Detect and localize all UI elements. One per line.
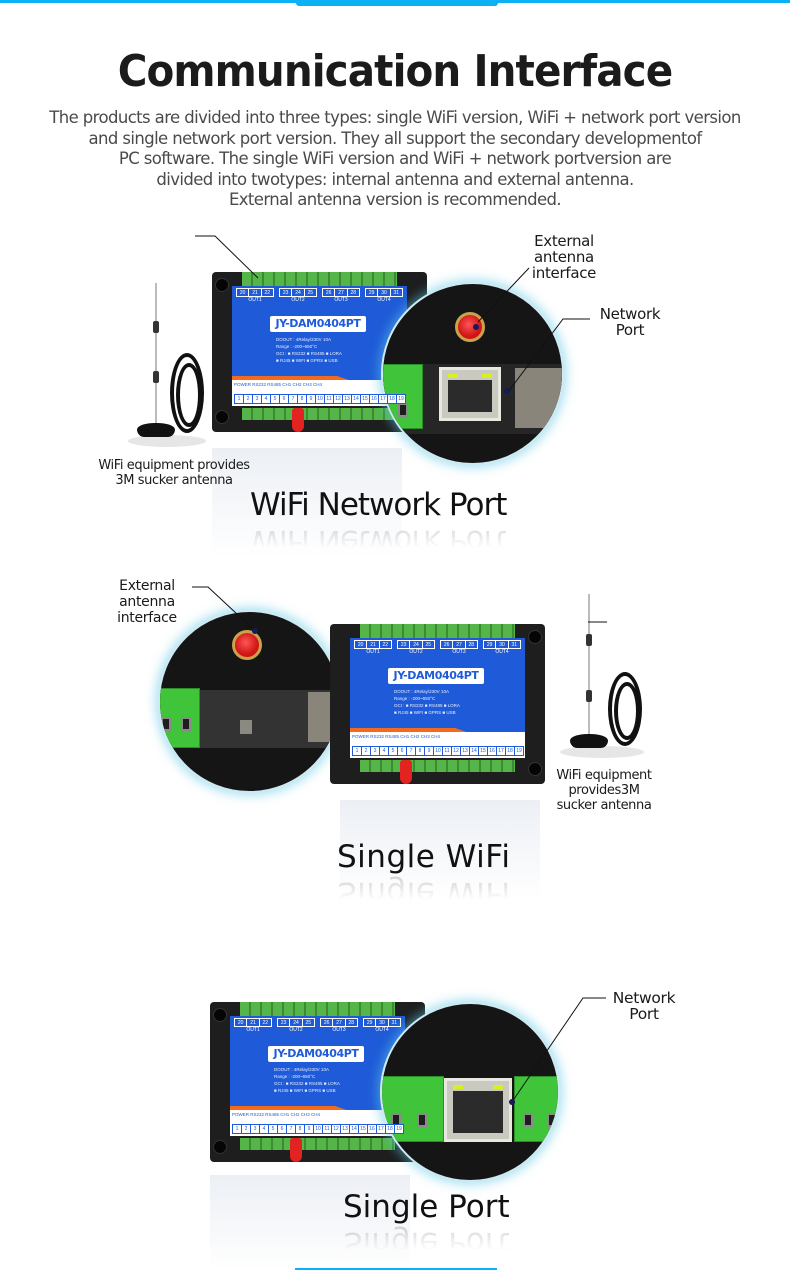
terminal-group-labels: POWER RS232 RS485 CH1 CH2 CH3 CH4 — [234, 382, 323, 387]
device-reflection — [340, 800, 540, 900]
zoom-circle-ports — [381, 282, 564, 465]
device-model-label: JY-DAM0404PT — [388, 668, 484, 684]
zoom-circle-antenna — [158, 610, 341, 793]
intro-line: and single network port version. They al… — [88, 128, 702, 148]
zoom-circle-network-port — [380, 1002, 560, 1182]
device-reflection — [210, 1175, 410, 1270]
rj45-port-icon — [444, 1078, 512, 1142]
sucker-antenna — [128, 283, 208, 453]
device-model-label: JY-DAM0404PT — [270, 316, 366, 332]
device-reflection — [212, 448, 402, 558]
antenna-port-icon — [455, 312, 485, 342]
antenna-connector-icon — [292, 408, 304, 432]
intro-line: divided into twotypes: internal antenna … — [156, 169, 634, 189]
top-divider-tab — [296, 0, 498, 6]
intro-line: PC software. The single WiFi version and… — [118, 149, 672, 168]
antenna-connector-icon — [290, 1138, 302, 1162]
device-model-label: JY-DAM0404PT — [268, 1046, 364, 1062]
intro-paragraph: The products are divided into three type… — [40, 108, 750, 211]
intro-line: The products are divided into three type… — [49, 108, 741, 127]
antenna-connector-icon — [400, 760, 412, 784]
page-title: Communication Interface — [117, 46, 673, 97]
antenna-port-icon — [232, 630, 262, 660]
bottom-divider-line — [295, 1268, 497, 1270]
sucker-antenna — [558, 594, 648, 764]
intro-line: External antenna version is recommended. — [228, 190, 562, 209]
rj45-port-icon — [439, 367, 501, 421]
